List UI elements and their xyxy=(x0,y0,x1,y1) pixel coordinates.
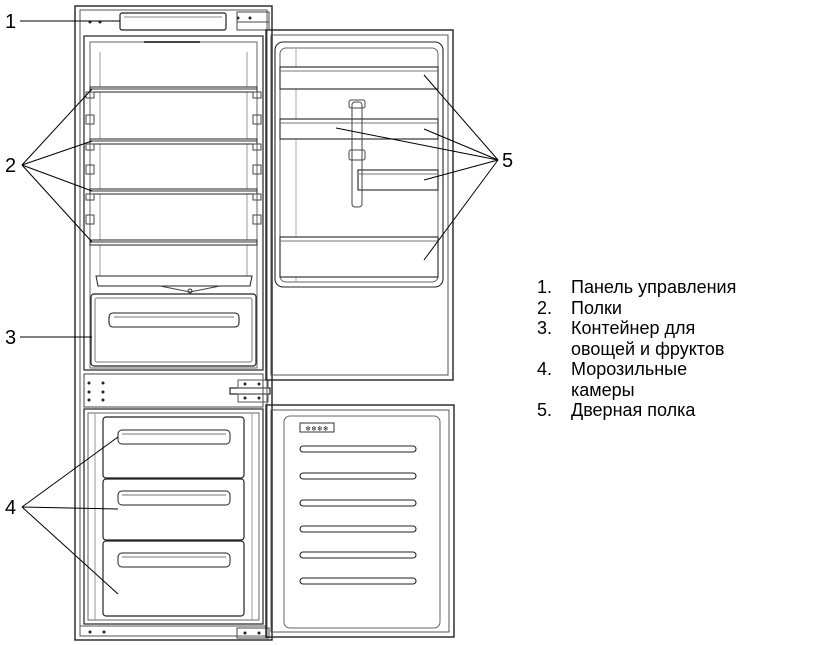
shelf xyxy=(89,86,258,93)
freezer-compartment xyxy=(83,408,264,625)
door-rib xyxy=(299,577,417,585)
door-rib xyxy=(299,445,417,453)
control-panel xyxy=(119,12,227,31)
legend-label: Морозильные камеры xyxy=(571,359,688,400)
door-shelf xyxy=(357,169,439,191)
legend-label: Контейнер для овощей и фруктов xyxy=(571,318,725,359)
fridge-compartment xyxy=(83,35,264,371)
door-rib xyxy=(299,499,417,507)
door-shelf xyxy=(279,118,439,140)
callout-2: 2 xyxy=(5,155,16,177)
door-symbol: ❄❄❄❄ xyxy=(299,422,335,433)
legend-number: 4. xyxy=(537,359,553,379)
freezer-drawer xyxy=(102,478,245,541)
shelf xyxy=(89,138,258,145)
callout-1: 1 xyxy=(5,11,16,33)
freezer-drawer xyxy=(102,416,245,479)
legend-number: 5. xyxy=(537,400,553,420)
legend-label: Дверная полка xyxy=(571,400,696,420)
legend-item-4: 4. Морозильные камеры xyxy=(537,359,817,400)
crisper-drawer xyxy=(90,293,257,367)
legend-item-5: 5. Дверная полка xyxy=(537,400,817,421)
legend-item-1: 1. Панель управления xyxy=(537,277,817,298)
svg-text:❄❄❄❄: ❄❄❄❄ xyxy=(305,425,329,433)
cabinet xyxy=(74,5,273,641)
door-shelf xyxy=(279,236,439,278)
legend-label: Полки xyxy=(571,297,622,318)
legend: 1. Панель управления 2. Полки 3. Контейн… xyxy=(537,277,817,421)
callout-5: 5 xyxy=(502,150,513,172)
door-rib xyxy=(299,472,417,480)
middle-divider xyxy=(83,373,271,408)
legend-label: Панель управления xyxy=(571,277,737,297)
freezer-drawer xyxy=(102,540,245,617)
shelf xyxy=(89,188,258,195)
callout-4: 4 xyxy=(5,497,16,519)
door-shelf xyxy=(279,66,439,90)
freezer-door: ❄❄❄❄ xyxy=(265,404,455,638)
legend-item-2: 2. Полки xyxy=(537,298,817,319)
legend-number: 3. xyxy=(537,318,553,338)
callout-3: 3 xyxy=(5,327,16,349)
legend-number: 2. xyxy=(537,297,553,318)
leader-lines xyxy=(20,20,499,595)
fridge-door xyxy=(265,29,454,381)
door-rib xyxy=(299,551,417,559)
bottom-rail xyxy=(80,625,270,639)
legend-number: 1. xyxy=(537,277,553,297)
legend-item-3: 3. Контейнер для овощей и фруктов xyxy=(537,318,817,359)
shelf xyxy=(89,239,258,246)
door-rib xyxy=(299,525,417,533)
